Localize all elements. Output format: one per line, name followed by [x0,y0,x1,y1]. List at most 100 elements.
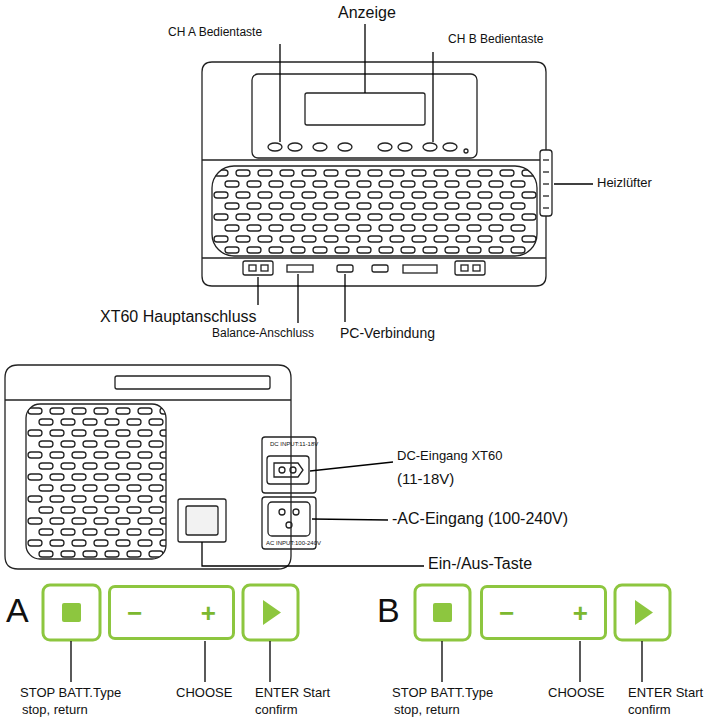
vent-hole [379,203,393,209]
vent-hole [467,181,481,187]
panel-button [313,143,327,151]
vent-hole [302,214,316,220]
vent-hole [291,203,305,209]
vent-hole [225,181,239,187]
panel-button [378,143,392,151]
vent-hole [280,192,294,198]
vent-hole [291,181,305,187]
vent-hole [269,247,283,253]
vent-hole [434,236,448,242]
vent-hole [116,518,130,524]
vent-hole [105,507,119,513]
vent-hole [500,236,514,242]
vent-hole [423,203,437,209]
vent-hole [160,518,166,524]
callout-label: DC-Eingang XT60 [397,448,503,464]
vent-hole [83,507,97,513]
vent-hole [149,507,163,513]
vent-hole [83,441,97,447]
vent-hole [247,247,261,253]
vent-hole [280,170,294,176]
callout-label: Anzeige [338,3,396,22]
vent-hole [116,474,130,480]
vent-hole [401,225,415,231]
vent-hole [50,430,64,436]
vent-hole [72,408,86,414]
button-label: CHOOSE [176,685,232,701]
vent-hole [247,225,261,231]
vent-hole [346,236,360,242]
panel-button [268,143,282,151]
vent-hole [83,551,97,557]
vent-hole [324,214,338,220]
vent-hole [39,463,53,469]
vent-hole [116,430,130,436]
vent-hole [324,170,338,176]
vent-hole [83,463,97,469]
callout-label: CH A Bedientaste [168,25,262,39]
vent-hole [94,518,108,524]
vent-hole [138,430,152,436]
vent-hole [280,236,294,242]
vent-hole [302,236,316,242]
vent-hole [105,463,119,469]
vent-hole [61,551,75,557]
vent-hole [214,214,228,220]
vent-hole [456,214,470,220]
panel-button [288,143,302,151]
vent-hole [105,529,119,535]
panel-button [423,143,437,151]
vent-hole [368,192,382,198]
vent-hole [379,247,393,253]
vent-hole [39,507,53,513]
vent-hole [346,170,360,176]
vent-hole [357,247,371,253]
vent-hole [489,225,503,231]
vent-hole [379,181,393,187]
vent-hole [236,236,250,242]
vent-hole [434,192,448,198]
vent-hole [489,181,503,187]
vent-hole [127,551,141,557]
vent-hole [324,236,338,242]
button-label: STOP BATT.Type [392,685,493,701]
vent-hole [50,540,64,546]
vent-hole [28,408,42,414]
vent-hole [225,247,239,253]
vent-hole [401,181,415,187]
callout-label: (11-18V) [397,470,454,488]
vent-hole [291,225,305,231]
vent-hole [500,192,514,198]
button-symbol: − [127,600,142,626]
vent-hole [269,225,283,231]
panel-button [443,143,457,151]
vent-hole [138,452,152,458]
vent-hole [105,485,119,491]
vent-hole [28,452,42,458]
vent-hole [412,214,426,220]
vent-hole [28,540,42,546]
vent-hole [127,441,141,447]
vent-hole [94,430,108,436]
vent-hole [467,225,481,231]
callout-label: PC-Verbindung [340,325,435,342]
callout-label: Ein-/Aus-Taste [428,554,532,573]
vent-hole [149,463,163,469]
vent-hole [105,551,119,557]
vent-hole [138,496,152,502]
vent-hole [39,551,53,557]
vent-hole [313,181,327,187]
vent-hole [50,474,64,480]
vent-hole [368,214,382,220]
vent-hole [412,192,426,198]
choose-button-box: −+ [108,585,235,640]
vent-hole [511,203,525,209]
vent-hole [39,529,53,535]
vent-hole [28,474,42,480]
vent-hole [94,408,108,414]
vent-hole [423,247,437,253]
vent-hole [379,225,393,231]
vent-hole [346,214,360,220]
vent-hole [83,529,97,535]
vent-hole [258,214,272,220]
